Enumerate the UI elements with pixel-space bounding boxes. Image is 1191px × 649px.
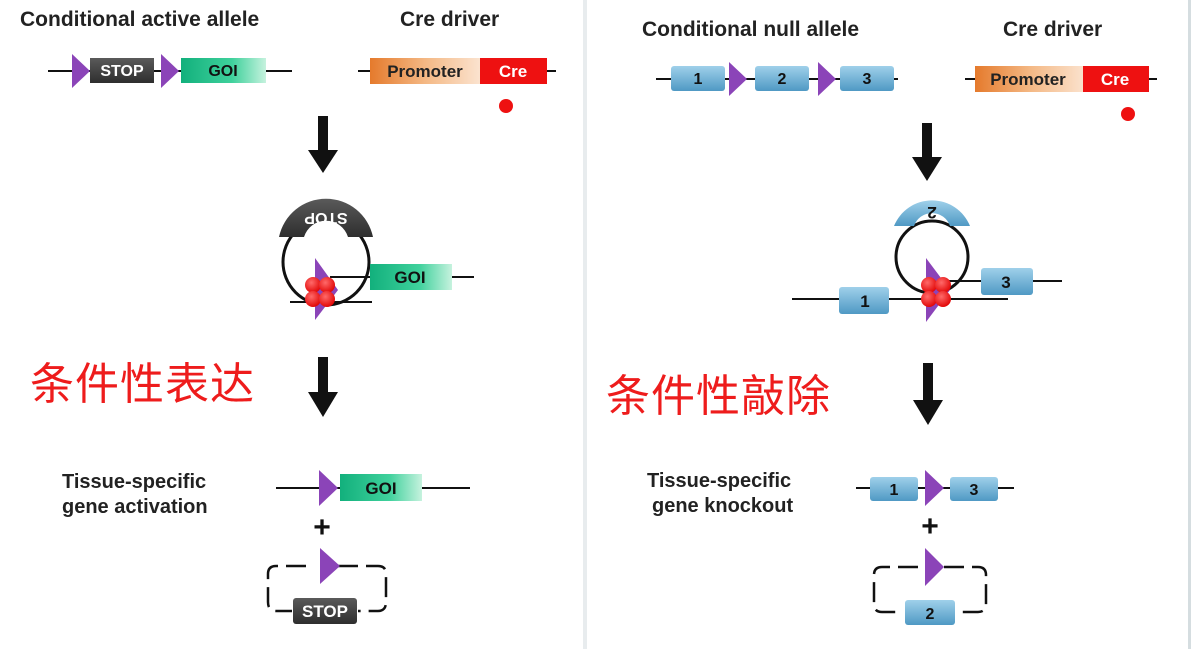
goi-text: GOI xyxy=(365,479,396,498)
exon-1-text: 1 xyxy=(694,71,703,88)
heading-cre-driver-right: Cre driver xyxy=(1003,18,1103,41)
heading-conditional-null-allele: Conditional null allele xyxy=(642,18,860,41)
label-tissue-specific-right: Tissue-specific xyxy=(647,470,792,492)
promoter-box xyxy=(975,66,1085,92)
exon-1-box xyxy=(870,477,918,501)
promoter-box xyxy=(370,58,480,84)
exon-2-text: 2 xyxy=(926,606,935,623)
exon-2-text: 2 xyxy=(778,71,787,88)
stop-flipped-text: STOP xyxy=(304,209,348,226)
stop-text: STOP xyxy=(100,63,144,80)
exon-3-box xyxy=(981,268,1033,295)
down-arrow-icon xyxy=(912,123,942,181)
activated-allele-result: GOI xyxy=(276,470,470,506)
exon-2-excised-arc xyxy=(894,200,970,226)
exon-3-text: 3 xyxy=(863,71,872,88)
right-panel xyxy=(587,0,1191,649)
recombination-loop-left: STOP GOI xyxy=(279,198,474,320)
cre-recombinase-dot xyxy=(1121,107,1135,121)
promoter-text: Promoter xyxy=(387,62,463,81)
cre-driver-construct-left: Promoter Cre xyxy=(358,58,556,113)
excised-exon2-circle: 2 xyxy=(872,548,988,625)
goi-text: GOI xyxy=(394,268,425,287)
exon-1-text: 1 xyxy=(860,292,869,311)
label-gene-activation: gene activation xyxy=(62,496,208,518)
exon-3-text: 3 xyxy=(970,482,979,499)
down-arrow-icon xyxy=(308,357,338,417)
exon-3-box xyxy=(840,66,894,91)
recombination-loop-right: 2 1 3 xyxy=(792,200,1062,322)
loxp-site-icon xyxy=(818,62,836,96)
label-gene-knockout: gene knockout xyxy=(652,495,794,517)
right-edge-line xyxy=(1188,0,1191,649)
goi-box xyxy=(370,264,452,290)
heading-conditional-active-allele: Conditional active allele xyxy=(20,8,260,31)
heading-cre-driver-left: Cre driver xyxy=(400,8,500,31)
knockout-allele-result: 1 3 xyxy=(856,470,1014,506)
loxp-site-icon xyxy=(729,62,747,96)
exon-1-box xyxy=(839,287,889,314)
exon-2-box xyxy=(905,600,955,625)
cre-text: Cre xyxy=(499,62,527,81)
loxp-site-icon xyxy=(320,548,340,584)
panel-divider xyxy=(583,0,587,649)
down-arrow-icon xyxy=(913,363,943,425)
cre-text: Cre xyxy=(1101,70,1129,89)
conditional-null-allele-construct: 1 2 3 xyxy=(656,62,898,96)
cre-box xyxy=(1083,66,1149,92)
conditional-active-allele-construct: STOP GOI xyxy=(48,54,292,88)
down-arrow-icon xyxy=(308,116,338,173)
stop-excised-arc xyxy=(279,198,373,237)
promoter-text: Promoter xyxy=(990,70,1066,89)
excised-stop-circle: STOP xyxy=(266,548,388,624)
chinese-label-conditional-knockout: 条件性敲除 xyxy=(606,371,831,422)
exon-2-flipped-text: 2 xyxy=(927,203,936,222)
chinese-label-conditional-expression: 条件性表达 xyxy=(30,359,255,410)
cre-recombinase-cluster xyxy=(305,277,335,307)
label-tissue-specific-left: Tissue-specific xyxy=(62,471,207,493)
cre-driver-construct-right: Promoter Cre xyxy=(965,66,1157,121)
loxp-site-icon xyxy=(72,54,90,88)
stop-cassette xyxy=(90,58,154,83)
goi-text: GOI xyxy=(208,63,237,80)
goi-box xyxy=(340,474,422,501)
stop-text: STOP xyxy=(302,602,348,621)
cre-recombinase-dot xyxy=(499,99,513,113)
goi-box xyxy=(181,58,266,83)
loxp-site-icon xyxy=(925,548,944,586)
cre-recombinase-cluster xyxy=(921,277,951,307)
exon-1-box xyxy=(671,66,725,91)
left-panel xyxy=(0,0,583,649)
stop-cassette xyxy=(293,598,357,624)
cre-box xyxy=(480,58,547,84)
loxp-site-icon xyxy=(319,470,338,506)
plus-sign: + xyxy=(921,510,939,543)
exon-3-text: 3 xyxy=(1001,273,1010,292)
plus-sign: + xyxy=(313,511,331,544)
loxp-site-icon xyxy=(161,54,179,88)
exon-3-box xyxy=(950,477,998,501)
exon-1-text: 1 xyxy=(890,482,899,499)
loxp-site-icon xyxy=(925,470,944,506)
exon-2-box xyxy=(755,66,809,91)
